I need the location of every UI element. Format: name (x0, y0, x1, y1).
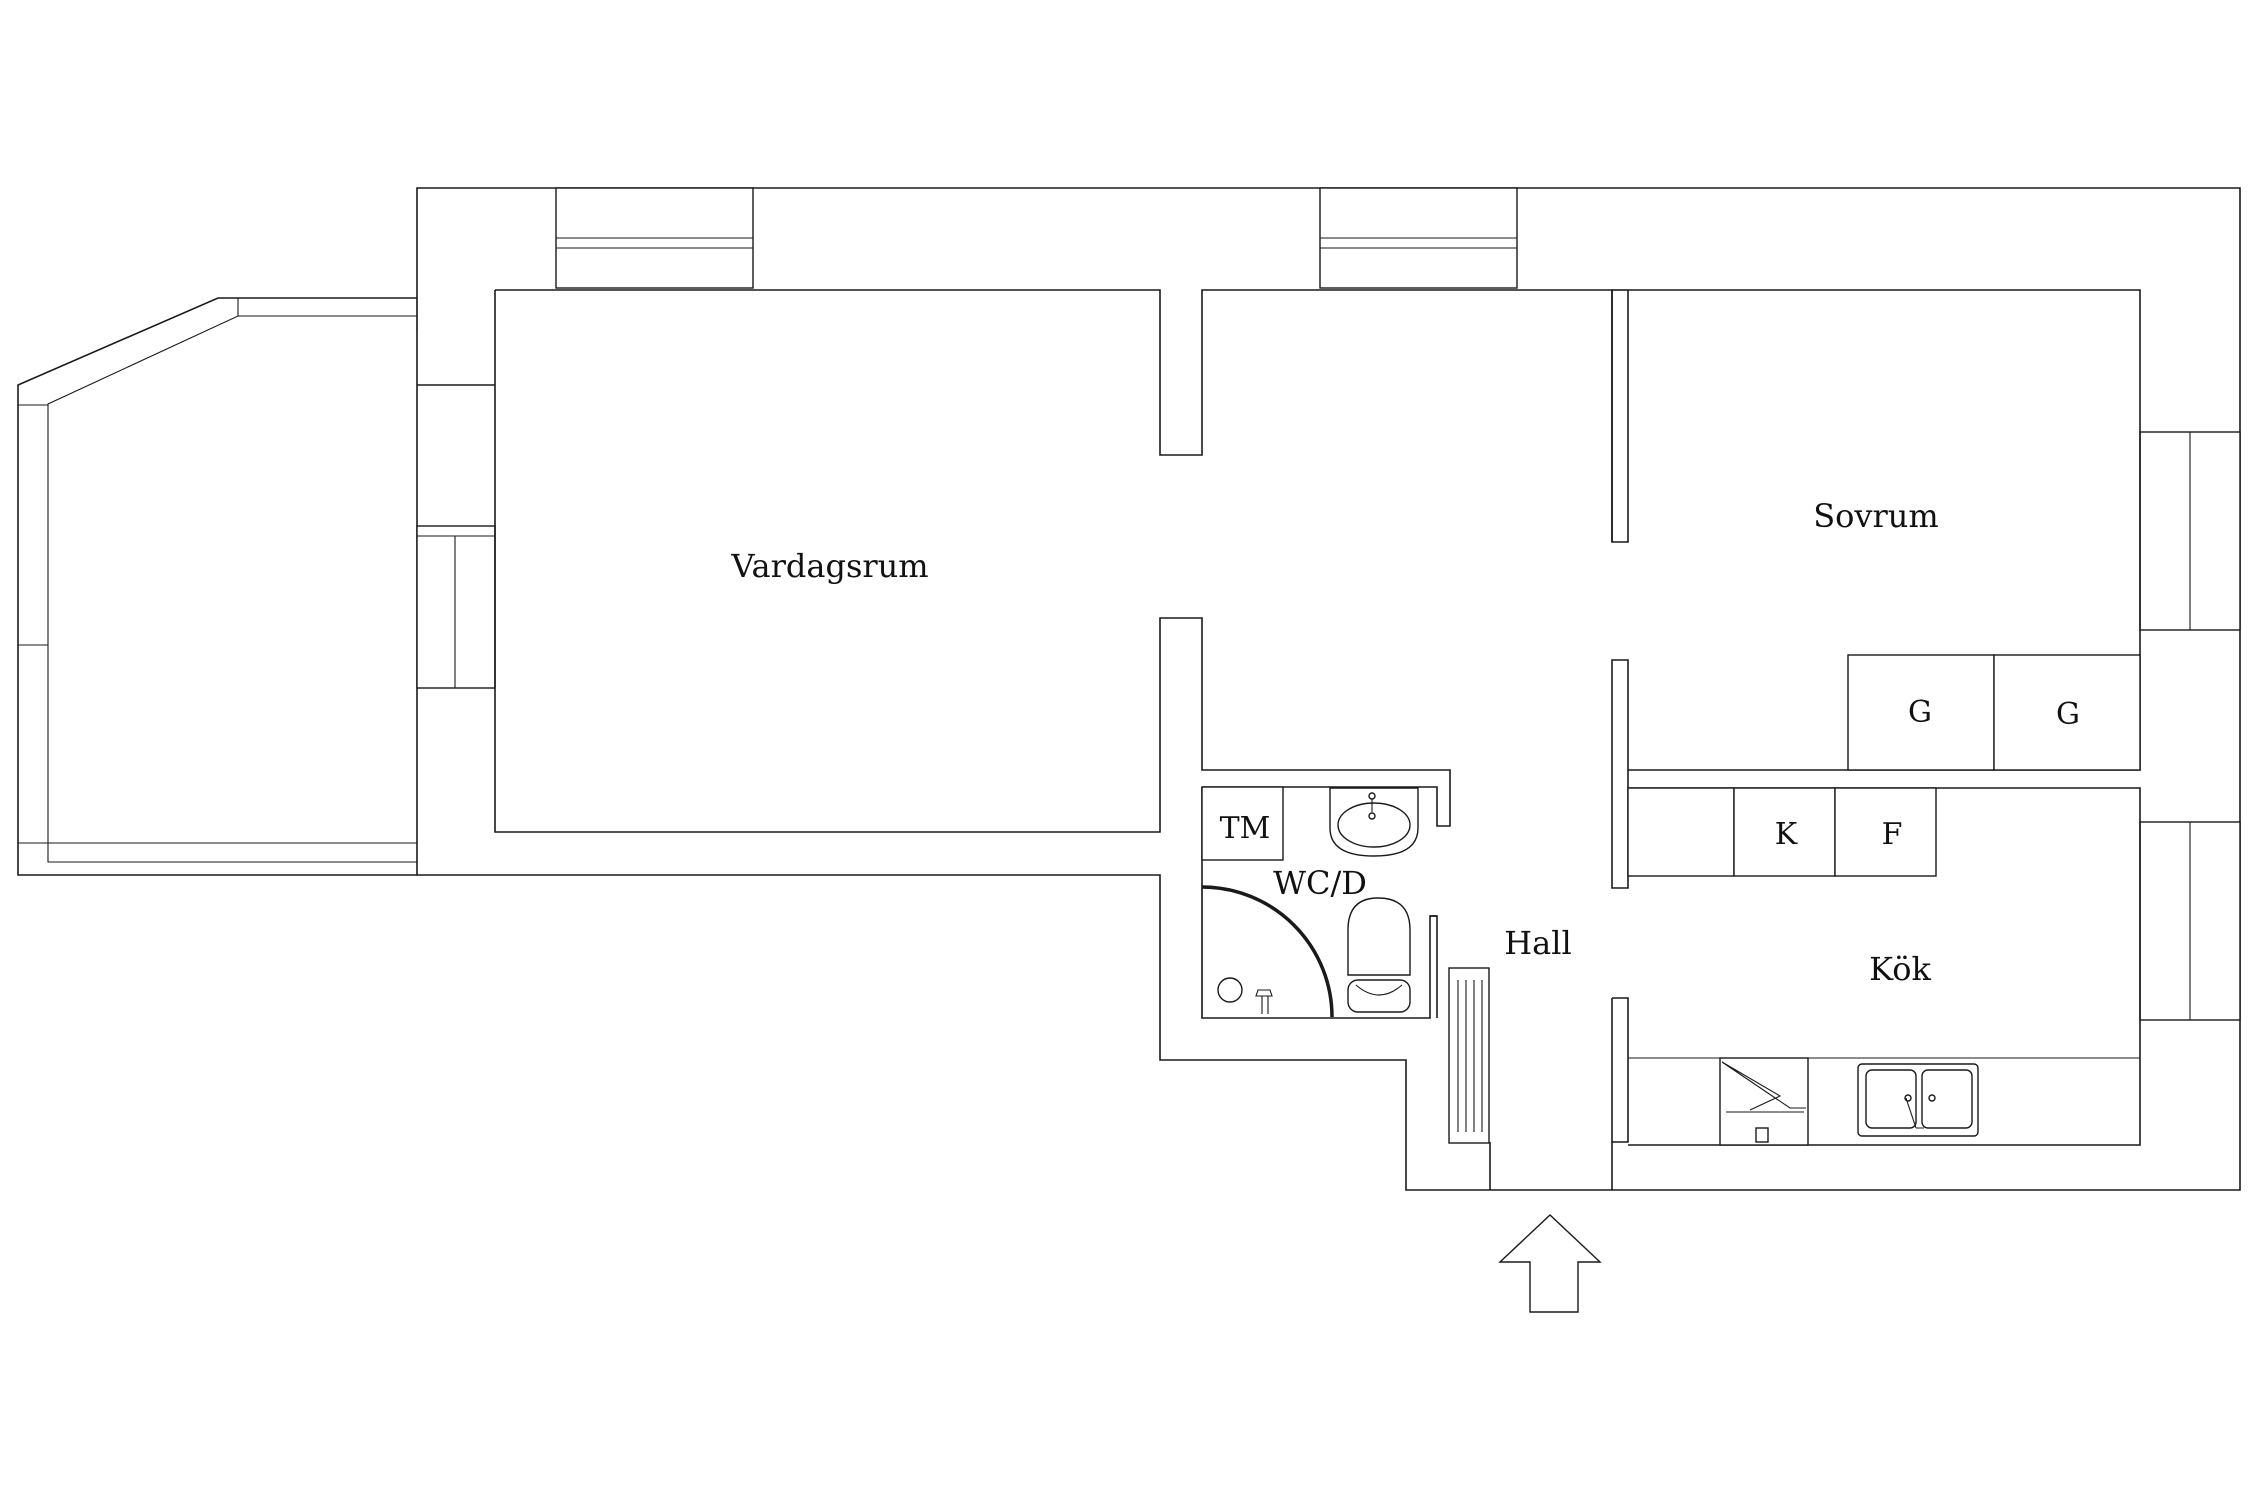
wardrobe-1 (1847, 654, 1995, 771)
faucet (1905, 1097, 1924, 1129)
fridge-f (1834, 787, 1937, 877)
toilet-seat (1355, 984, 1403, 996)
shower-door (1201, 885, 1334, 1018)
tm-cabinet (1201, 786, 1284, 861)
toilet (1347, 897, 1411, 976)
shower-head (1255, 989, 1273, 1014)
room-label-vardagsrum: Vardagsrum (730, 547, 928, 585)
bay-inner (47, 315, 417, 863)
window-left (416, 525, 496, 689)
washbasin-tap (1368, 792, 1376, 800)
bay-outline (17, 297, 417, 876)
radiator (1448, 967, 1490, 1144)
room-label-hall: Hall (1504, 924, 1571, 962)
fixture-label-g1: G (1908, 695, 1932, 730)
room-label-sovrum: Sovrum (1813, 497, 1939, 535)
kitchen-cabinet-left (1627, 787, 1735, 877)
sink-basin (1865, 1069, 1917, 1129)
freezer-k (1733, 787, 1836, 877)
sink-drain (1928, 1094, 1936, 1102)
sink-basin (1921, 1069, 1973, 1129)
stove-knob (1755, 1127, 1769, 1143)
fixture-label-f: F (1882, 817, 1903, 852)
room-label-kok: Kök (1869, 950, 1931, 988)
wall-stub (1611, 290, 1629, 543)
living-room-outline-lower (494, 290, 1451, 833)
wardrobe-2 (1993, 654, 2141, 771)
shower-drain (1217, 977, 1243, 1003)
fixture-label-k: K (1775, 817, 1798, 852)
fixture-label-tm: TM (1220, 811, 1271, 846)
entrance-arrow-icon (1498, 1214, 1602, 1313)
room-label-wc: WC/D (1273, 864, 1367, 902)
toilet-tank (1347, 979, 1411, 1013)
hall-wall (1611, 659, 1629, 889)
fixture-label-g2: G (2056, 697, 2080, 732)
washbasin-drain (1368, 812, 1376, 820)
washbasin-bowl (1337, 802, 1411, 848)
sink-drain (1904, 1094, 1912, 1102)
living-room-outline (495, 289, 1613, 542)
hall-wall-lower (1611, 997, 1629, 1190)
stove-icon (1721, 1061, 1806, 1113)
